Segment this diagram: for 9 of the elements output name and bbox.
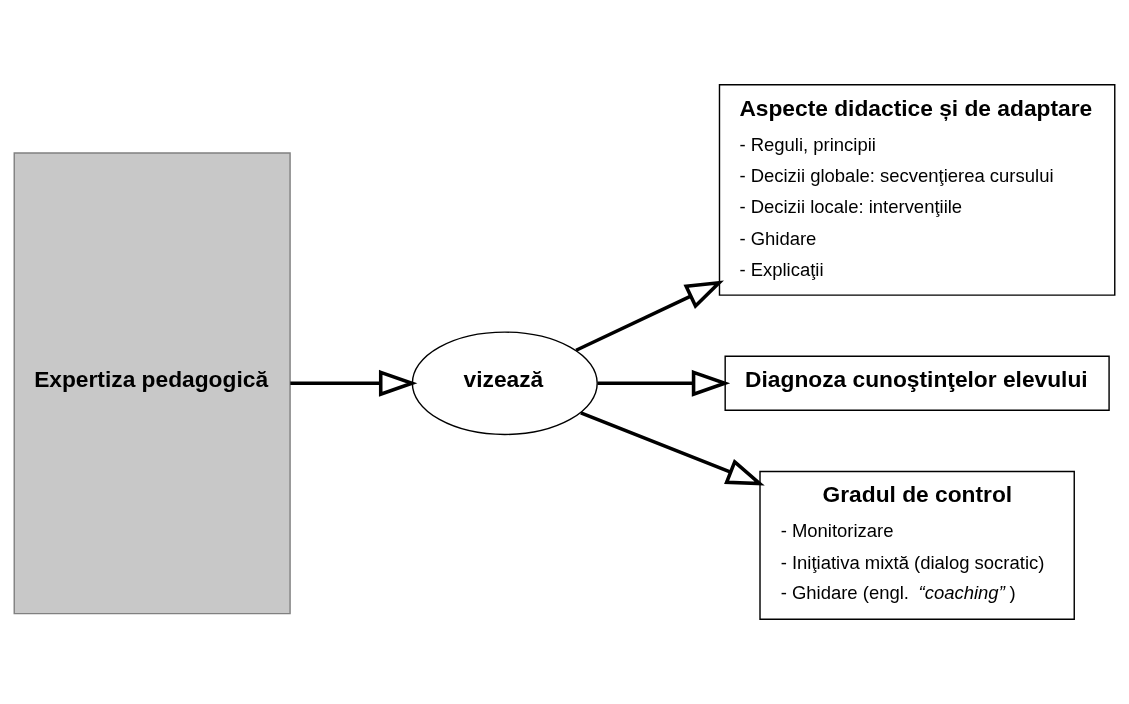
node-box: Expertiza pedagogică (13, 152, 291, 615)
node-box: Diagnoza cunoştinţelor elevului (724, 355, 1110, 411)
node-box: Aspecte didactice și de adaptare - Reguli, principii - Decizii globale: secvenţierea cursului - Decizii locale: intervenţiile - Ghidare - Explicaţii (718, 84, 1116, 296)
node-ellipse: vizează (411, 331, 598, 436)
arrow (597, 369, 731, 397)
arrow (580, 411, 765, 486)
arrow (575, 280, 724, 352)
arrow (290, 369, 418, 397)
node-box: Gradul de control - Monitorizare - Iniţiativa mixtă (dialog socratic) - Ghidare (engl. “coaching”) (759, 470, 1075, 620)
